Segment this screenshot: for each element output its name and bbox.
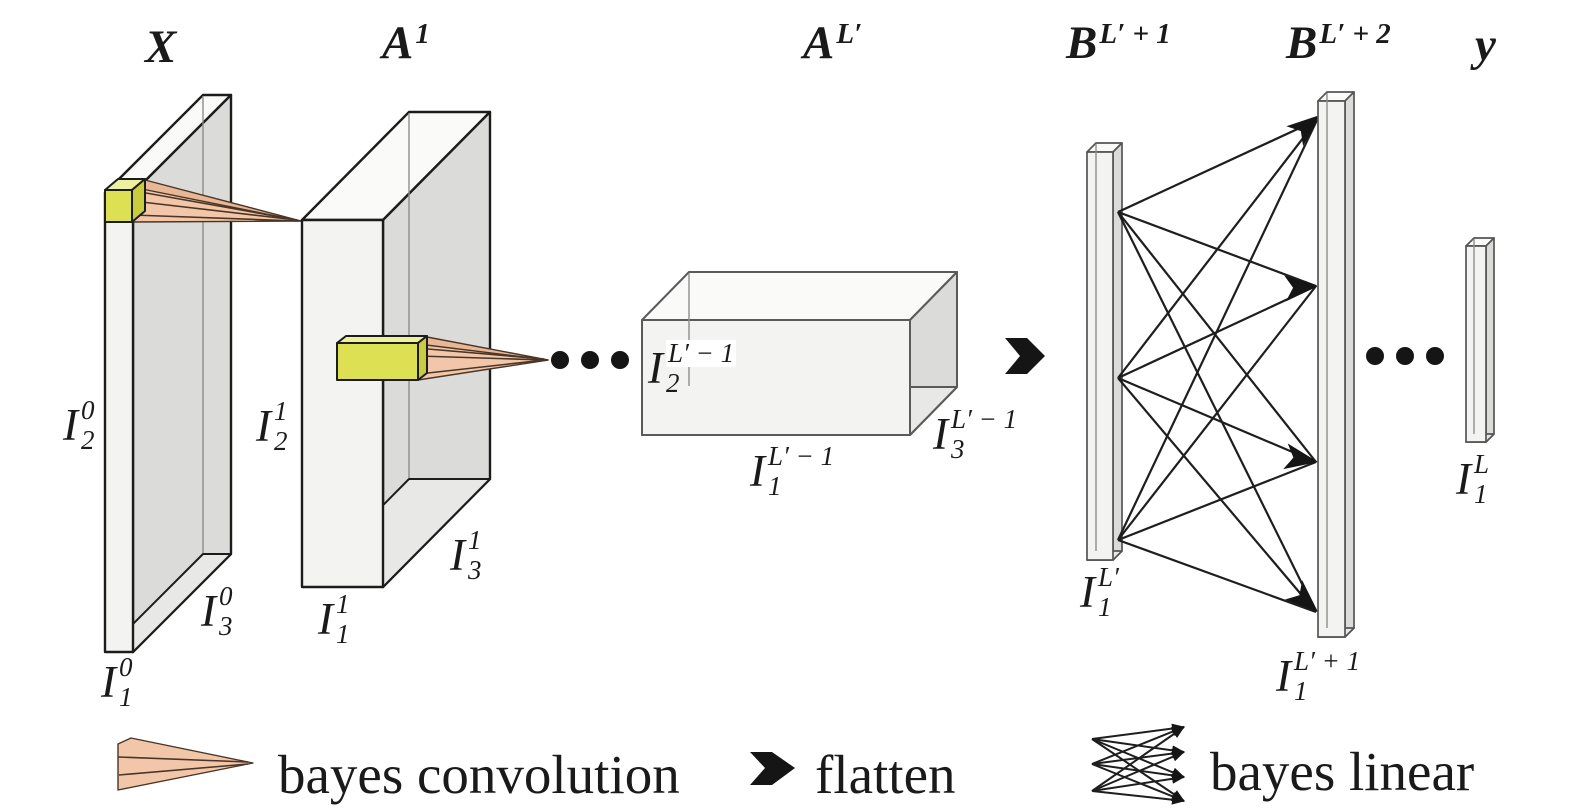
bayes-linear-arrowheads — [1283, 115, 1320, 612]
fc-column-b2 — [1317, 91, 1355, 638]
bayes-convolution-cone-2 — [417, 336, 549, 381]
title-a1-base: A — [382, 17, 414, 69]
ellipsis-dots-conv — [551, 351, 629, 369]
flatten-arrow-icon — [750, 752, 795, 785]
bayes-linear-connections — [1117, 119, 1318, 614]
title-b1: BL′ + 1 — [1066, 20, 1171, 67]
title-b1-sup: L′ + 1 — [1099, 18, 1171, 50]
ellipsis-dots-fc — [1366, 347, 1444, 365]
title-a1-sup: 1 — [415, 18, 430, 50]
title-x-base: X — [145, 21, 177, 73]
input-slab-x — [103, 93, 233, 654]
bayes-convolution-cone-icon — [117, 737, 254, 791]
conv-kernel-on-x — [104, 178, 146, 223]
title-al-base: A — [803, 17, 835, 69]
legend-bayes-convolution-label: bayes convolution — [278, 744, 680, 805]
flatten-arrow — [1005, 338, 1045, 374]
bayes-linear-arrows-icon — [1091, 723, 1185, 805]
title-a1: A1 — [382, 20, 430, 67]
title-al: AL′ — [803, 20, 862, 67]
title-y-base: y — [1475, 19, 1496, 71]
title-b2-base: B — [1286, 17, 1318, 69]
legend-flatten-label: flatten — [815, 744, 956, 805]
conv-kernel-on-a1 — [336, 335, 428, 381]
dim-b1-size: I L′1 — [1080, 562, 1119, 622]
title-x: X — [145, 24, 176, 71]
legend-bayes-linear-label: bayes linear — [1210, 741, 1475, 802]
title-al-sup: L′ — [836, 18, 863, 50]
output-column-y — [1465, 237, 1495, 443]
title-b2-sup: L′ + 2 — [1319, 18, 1391, 50]
title-y: y — [1475, 22, 1496, 69]
title-b1-base: B — [1066, 17, 1098, 69]
title-b2: BL′ + 2 — [1286, 20, 1391, 67]
fc-column-b1 — [1086, 142, 1123, 561]
